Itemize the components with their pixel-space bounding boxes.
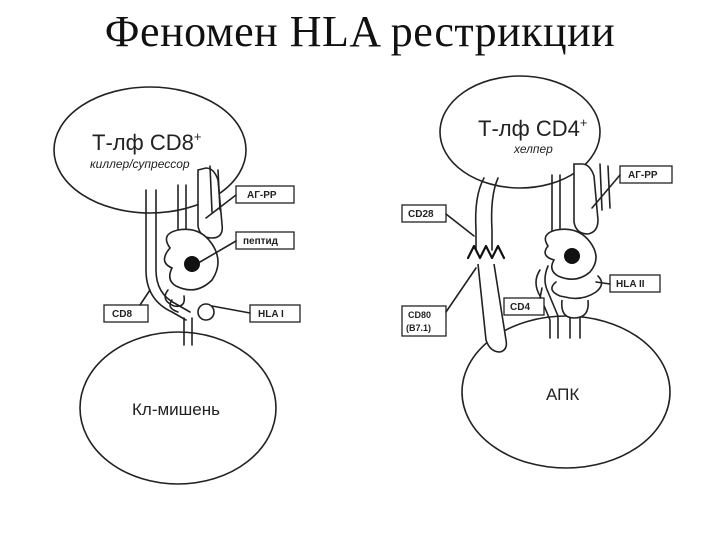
right-cd28-cd80-zigzag xyxy=(466,244,506,260)
left-label-hla: HLA I xyxy=(258,309,284,320)
right-cd28-rod-left xyxy=(474,177,485,251)
left-target-cell-label: Кл-мишень xyxy=(132,400,220,419)
right-panel: Т-лф CD4+ хелпер АПК xyxy=(401,75,673,469)
left-leader-cd8 xyxy=(139,289,151,306)
left-label-peptide: пептид xyxy=(243,236,279,247)
right-leader-ag-rr xyxy=(591,174,621,209)
right-tcr-stalk-2 xyxy=(599,163,611,211)
left-t-cell-subtitle: киллер/супрессор xyxy=(90,157,190,171)
left-label-cd8: CD8 xyxy=(112,309,132,320)
right-leader-cd80 xyxy=(445,267,477,313)
right-leader-hla xyxy=(595,281,611,285)
left-tcr-stalk-2 xyxy=(209,165,221,213)
left-hla-blob-2 xyxy=(197,303,215,321)
left-panel: Т-лф CD8+ киллер/супрессор Кл-мишень АГ-… xyxy=(53,86,301,485)
left-label-ag-rr: АГ-РР xyxy=(247,190,277,201)
left-peptide-dot xyxy=(184,256,200,272)
left-hla-blob-1 xyxy=(164,289,186,313)
left-target-cell xyxy=(79,331,277,485)
right-hla-anchor xyxy=(569,317,581,339)
right-label-cd28: CD28 xyxy=(408,209,434,220)
right-hla-upper xyxy=(551,275,603,300)
left-leader-peptide xyxy=(199,240,237,263)
right-cd80-rod xyxy=(477,263,508,353)
right-cd28-rod-right xyxy=(490,177,499,251)
right-t-cell-label: Т-лф CD4+ xyxy=(478,115,587,141)
right-label-cd4: CD4 xyxy=(510,302,530,313)
right-peptide-dot xyxy=(564,248,580,264)
right-label-ag-rr: АГ-РР xyxy=(628,170,658,181)
left-t-cell xyxy=(53,86,247,214)
slide-title: Феномен HLA рестрикции xyxy=(104,7,616,56)
right-tcr-loop xyxy=(573,163,599,235)
right-box-cd4 xyxy=(503,297,545,316)
right-box-cd80 xyxy=(401,305,447,337)
right-leader-cd28 xyxy=(445,213,475,237)
right-label-cd80-line1: CD80 xyxy=(408,310,431,320)
left-leader-ag-rr xyxy=(205,194,237,219)
right-tcr-stalk-1 xyxy=(551,174,561,237)
right-leader-cd4 xyxy=(539,287,543,299)
left-cd8-molecule xyxy=(145,189,191,321)
right-t-cell xyxy=(439,75,601,189)
right-label-cd80-line2: (В7.1) xyxy=(406,323,431,333)
right-apc-label: АПК xyxy=(546,385,579,404)
left-t-cell-label: Т-лф CD8+ xyxy=(92,129,201,155)
right-hla-lower xyxy=(560,299,590,319)
left-leader-hla xyxy=(211,305,251,314)
right-label-hla: HLA II xyxy=(616,279,645,290)
left-box-cd8 xyxy=(103,304,149,323)
left-hla-anchor xyxy=(183,317,193,346)
right-t-cell-subtitle: хелпер xyxy=(513,142,553,156)
